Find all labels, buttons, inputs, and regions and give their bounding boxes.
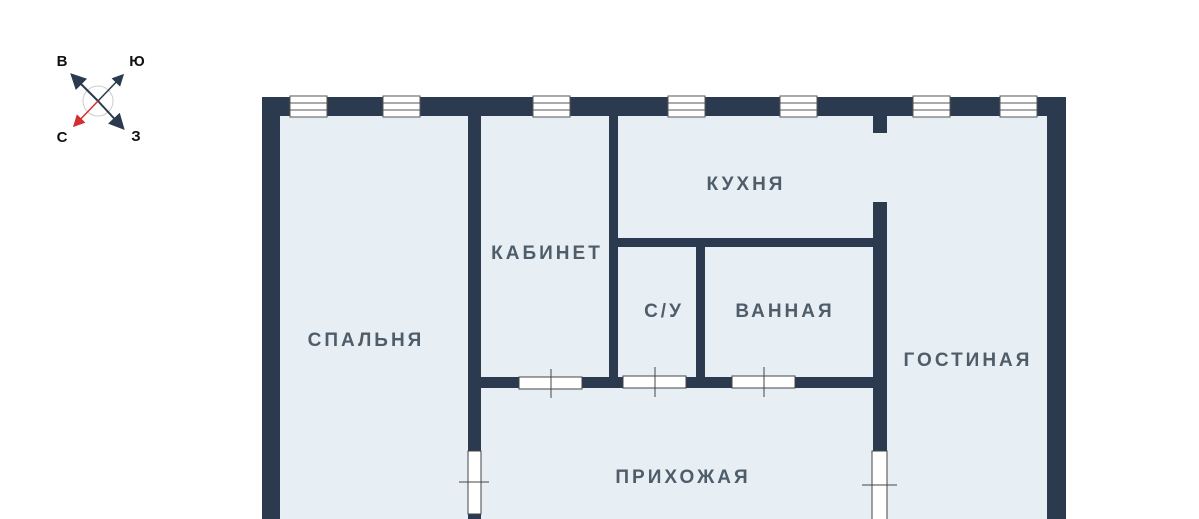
window [779,95,818,118]
compass-west-label: З [131,128,140,145]
window [289,95,328,118]
compass-circle [82,85,114,117]
compass-south-label: Ю [129,53,144,70]
door-toilet [622,367,687,397]
room-label-toilet: С/У [644,301,684,322]
room-label-living-room: ГОСТИНАЯ [904,350,1033,371]
compass-east-label: В [57,53,68,70]
window [912,95,951,118]
door-bedroom [459,450,489,515]
arrow-west-icon [97,100,125,130]
door-bathroom [731,367,796,397]
compass-north-label: С [57,129,68,146]
room-label-bedroom: СПАЛЬНЯ [308,330,425,351]
door-living-room [862,450,897,519]
room-label-kitchen: КУХНЯ [707,174,786,195]
floor-area [262,97,1066,519]
windows [289,95,1038,118]
window [532,95,571,118]
room-label-study: КАБИНЕТ [491,243,603,264]
walls [262,97,1066,519]
arrow-east-icon [70,73,99,102]
window [999,95,1038,118]
arrow-north-icon [72,100,99,128]
door-study [518,369,583,398]
room-label-hallway: ПРИХОЖАЯ [615,467,750,488]
doors [459,367,897,519]
window [667,95,706,118]
arrow-south-icon [97,73,125,102]
compass: В Ю С З [57,53,145,146]
window [382,95,421,118]
room-label-bathroom: ВАННАЯ [735,301,834,322]
